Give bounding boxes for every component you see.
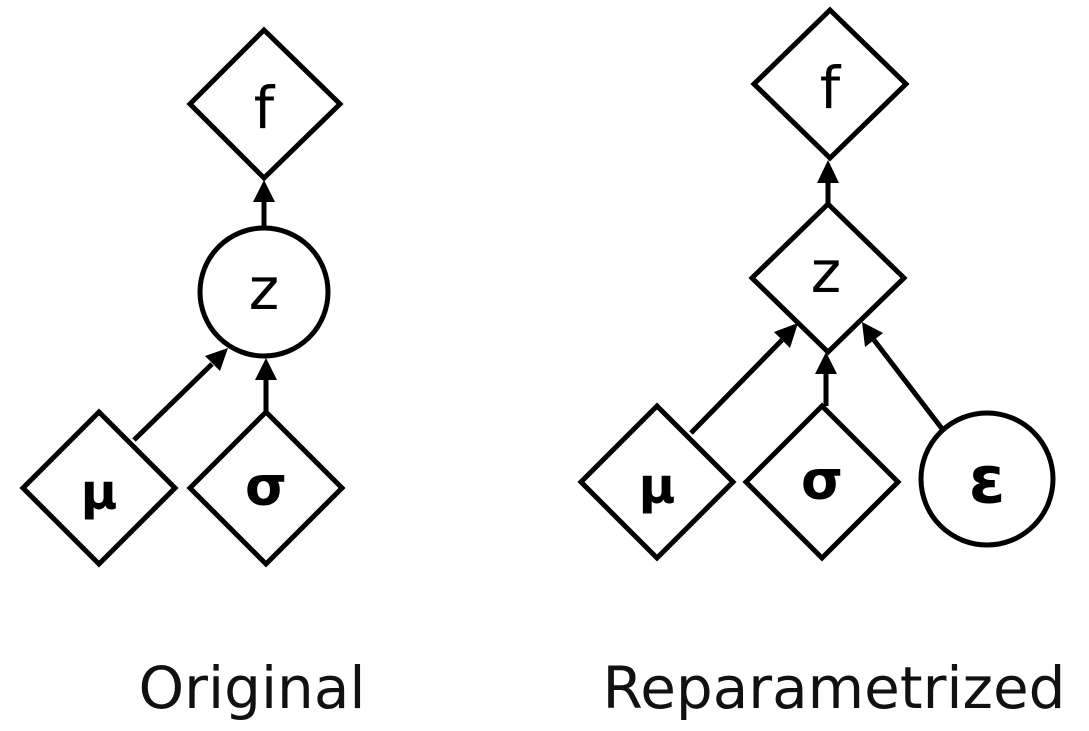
node-sigma-reparam-label: σ [801,449,843,512]
node-z: z [197,225,331,359]
node-epsilon-reparam: ε [918,410,1056,548]
node-f-reparam-label: f [820,54,842,122]
node-mu-reparam: μ [577,402,737,562]
edge-z-to-f [253,180,275,228]
panel-original: f z μ σ Original [19,26,366,722]
edge-epsilon-to-z-reparam [862,322,945,432]
node-f-label: f [254,74,276,142]
edge-sigma-to-z [255,358,277,411]
node-f: f [186,26,344,182]
node-z-reparam-label: z [811,238,841,306]
edge-sigma-to-z-reparam [815,352,837,406]
caption-original: Original [139,654,366,722]
edge-z-to-f-reparam [817,160,839,204]
node-z-reparam: z [748,200,908,356]
node-sigma-label: σ [245,455,287,518]
node-mu-label: μ [81,463,118,521]
node-sigma-reparam: σ [742,402,902,562]
node-f-reparam: f [750,6,910,162]
edge-mu-to-z-reparam [689,323,798,435]
node-z-label: z [249,255,279,323]
node-epsilon-reparam-label: ε [969,442,1006,519]
edge-mu-to-z [132,348,228,442]
node-mu: μ [19,408,179,568]
caption-reparametrized: Reparametrized [603,654,1066,722]
node-sigma: σ [186,408,346,568]
node-mu-reparam-label: μ [639,457,676,515]
panel-reparametrized: f z μ σ ε Reparametrized [577,6,1066,722]
